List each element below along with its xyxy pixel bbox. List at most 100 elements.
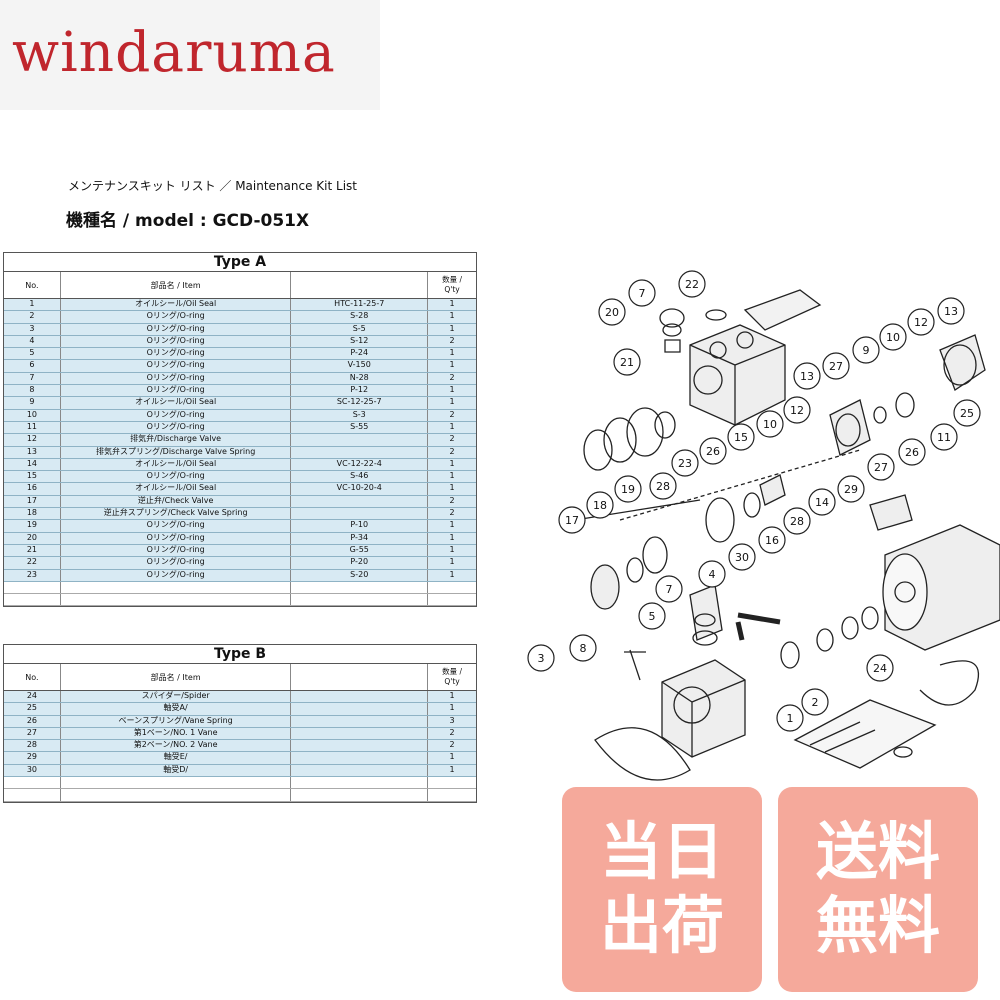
callout-label: 1 [776,704,804,732]
type-a-title: Type A [4,253,476,272]
callout-label: 13 [793,362,821,390]
callout-circle [776,704,804,732]
callout-number: 2 [812,696,819,709]
header-qty-top: 数量 / [442,275,462,284]
cell-item: 第2ベーン/NO. 2 Vane [61,740,292,752]
callout-number: 13 [800,370,814,383]
callout-number: 1 [787,712,794,725]
callout-label: 22 [678,270,706,298]
table-row-empty [4,789,476,802]
cell-qty: 1 [449,764,455,774]
callout-circle [527,644,555,672]
callout-circle [638,602,666,630]
cell-no: 17 [4,495,61,508]
callout-label: 20 [598,298,626,326]
cell-qty: 2 [449,372,455,382]
cell-no: 11 [4,421,61,434]
cell-item: 排気弁/Discharge Valve [61,434,292,446]
cell-empty [4,777,61,789]
cell-no: 4 [4,335,61,348]
callout-label: 18 [586,491,614,519]
callout-label: 2 [801,688,829,716]
cell-spec: S-28 [291,311,429,323]
callout-label: 21 [613,348,641,376]
table-header: No. 部品名 / Item 数量 / Q'ty [4,272,476,299]
callout-circle [569,634,597,662]
callout-label: 10 [879,323,907,351]
header-spec [291,272,429,298]
callout-number: 7 [639,287,646,300]
cell-qty: 2 [449,409,455,419]
cell-qty: 1 [449,311,455,321]
callout-number: 29 [844,483,858,496]
header-item: 部品名 / Item [61,664,292,690]
cell-qty: 1 [449,752,455,762]
cell-spec: HTC-11-25-7 [291,299,429,311]
cell-no: 21 [4,544,61,557]
callout-number: 7 [666,583,673,596]
cell-qty: 1 [449,532,455,542]
callout-number: 15 [734,431,748,444]
cell-no: 30 [4,764,61,777]
table-row-empty [4,777,476,790]
callout-label: 16 [758,526,786,554]
header-qty: 数量 / Q'ty [428,664,476,690]
cell-no: 29 [4,752,61,764]
cell-spec: S-3 [291,409,429,421]
cell-item: 逆止弁/Check Valve [61,495,292,508]
cell-item: Oリング/O-ring [61,348,292,360]
cell-item: Oリング/O-ring [61,335,292,348]
cell-spec [291,715,429,727]
callout-number: 12 [790,404,804,417]
header-item: 部品名 / Item [61,272,292,298]
cell-qty: 1 [449,483,455,493]
cell-spec: N-28 [291,372,429,385]
cell-qty: 1 [449,691,455,700]
callout-number: 27 [829,360,843,373]
callout-circle [808,488,836,516]
cell-no: 25 [4,703,61,715]
cell-empty [61,594,292,606]
cell-spec: G-55 [291,544,429,557]
cell-item: 第1ベーン/NO. 1 Vane [61,727,292,740]
callout-label: 3 [527,644,555,672]
callout-circle [699,437,727,465]
header-no: No. [4,664,61,690]
callout-circle [783,396,811,424]
cell-empty [291,789,429,801]
brand-logo: windaruma [0,0,380,110]
cell-spec: S-55 [291,421,429,434]
brand-logo-text: windaruma [12,20,336,84]
callout-number: 28 [656,480,670,493]
callout-label: 8 [569,634,597,662]
cell-qty: 1 [449,703,455,713]
cell-item: Oリング/O-ring [61,311,292,323]
cell-item: Oリング/O-ring [61,557,292,569]
cell-item: Oリング/O-ring [61,421,292,434]
callout-number: 5 [649,610,656,623]
callout-label: 26 [898,438,926,466]
callout-label: 4 [698,560,726,588]
same-day-shipping-badge: 当日 出荷 [562,787,762,992]
callout-circle [614,475,642,503]
callout-circle [937,297,965,325]
cell-no: 19 [4,520,61,532]
callout-circle [783,507,811,535]
cell-no: 2 [4,311,61,323]
cell-empty [61,581,292,594]
cell-item: オイルシール/Oil Seal [61,483,292,495]
cell-qty: 2 [449,335,455,345]
